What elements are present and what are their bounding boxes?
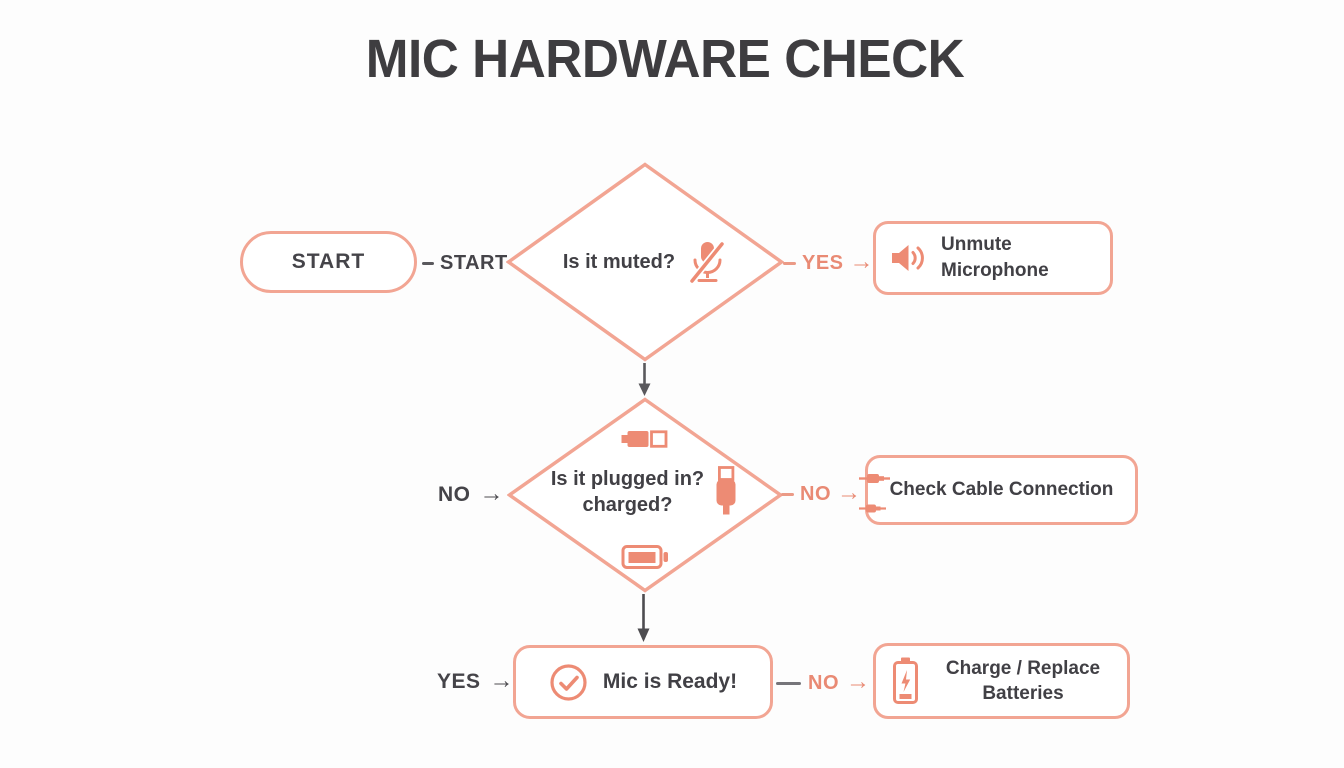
decision-plugged-question-line2: charged? — [582, 494, 673, 516]
arrow-right-icon: → — [837, 478, 861, 506]
action-check-cable: Check Cable Connection — [859, 455, 1138, 525]
edge-yes-left: YES → — [437, 667, 514, 697]
arrow-right-icon: → — [846, 667, 870, 695]
action-check-cable-label: Check Cable Connection — [889, 479, 1114, 500]
edge-yes-left-label: YES — [437, 670, 481, 693]
arrow-down-icon — [638, 363, 651, 396]
result-mic-ready-label: Mic is Ready! — [602, 670, 738, 693]
edge-muted-yes: YES → — [783, 248, 874, 278]
connector-line — [781, 492, 794, 496]
check-circle-icon — [550, 663, 587, 701]
action-charge-batteries: Charge / Replace Batteries — [873, 643, 1130, 719]
plug-horizontal-icon — [621, 430, 668, 448]
page-title: MIC HARDWARE CHECK — [365, 29, 965, 89]
edge-ready-no-label: NO — [808, 671, 839, 694]
arrow-right-icon: → — [489, 666, 514, 694]
diamond-shape — [506, 162, 784, 362]
edge-plugged-no: NO → — [781, 479, 861, 509]
connector-line — [776, 681, 801, 685]
speaker-icon — [892, 245, 924, 271]
action-unmute-label: Unmute Microphone — [941, 234, 1049, 281]
edge-muted-yes-label: YES — [802, 251, 844, 274]
start-connector: START — [422, 248, 508, 278]
start-node-label: START — [291, 250, 366, 273]
edge-no-left-label: NO — [438, 483, 471, 506]
cable-connector-top-icon — [859, 474, 890, 483]
arrow-right-icon: → — [849, 247, 874, 275]
result-mic-ready: Mic is Ready! — [513, 645, 773, 719]
cable-connector-bottom-icon — [859, 504, 886, 513]
edge-no-left: NO → — [438, 480, 504, 510]
decision-plugged-charged: Is it plugged in? charged? — [507, 397, 783, 593]
start-connector-label: START — [440, 251, 508, 274]
start-node: START — [240, 231, 417, 293]
edge-ready-no: NO → — [776, 668, 870, 698]
arrow-right-icon: → — [479, 479, 504, 507]
edge-plugged-no-label: NO — [800, 482, 831, 505]
decision-plugged-question-line1: Is it plugged in? — [550, 468, 705, 490]
connector-line — [422, 261, 434, 265]
plug-vertical-icon — [716, 466, 736, 515]
connector-line — [783, 261, 796, 265]
action-unmute-microphone: Unmute Microphone — [873, 221, 1113, 295]
decision-is-it-muted: Is it muted? — [506, 162, 784, 362]
action-charge-batteries-label: Charge / Replace Batteries — [945, 658, 1101, 704]
diamond-shape — [507, 397, 783, 593]
battery-charge-icon — [893, 657, 918, 704]
battery-horizontal-icon — [621, 545, 668, 569]
mic-muted-icon — [689, 241, 725, 284]
decision-muted-question: Is it muted? — [562, 250, 676, 273]
arrow-down-icon — [637, 594, 650, 642]
